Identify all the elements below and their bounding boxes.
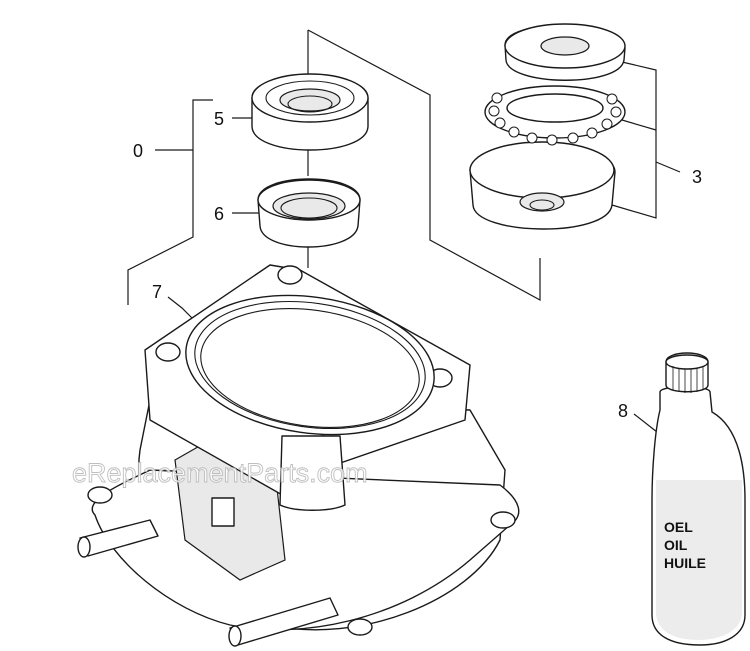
watermark-text: eReplacementParts.com [72, 458, 368, 488]
bottle-label-line3: HUILE [664, 555, 706, 571]
bearing-balls [488, 92, 622, 146]
callout-5: 5 [214, 109, 224, 129]
housing-part-7 [77, 264, 520, 647]
callout-7: 7 [152, 282, 162, 302]
bottle-label-line2: OIL [664, 537, 688, 553]
seal-part-6 [257, 178, 361, 248]
callout-6: 6 [214, 204, 224, 224]
cap-ribs [672, 366, 704, 393]
oil-bottle-part-8: OEL OIL HUILE [651, 352, 746, 646]
leader-lines [127, 29, 681, 433]
callout-8: 8 [618, 401, 628, 421]
callout-0: 0 [133, 141, 143, 161]
callout-3: 3 [692, 167, 702, 187]
bottle-label-line1: OEL [664, 519, 693, 535]
bearing-part-5 [251, 73, 369, 151]
callout-labels: 0 3 5 6 7 8 [133, 109, 702, 421]
thrust-bearing-assembly [469, 23, 626, 230]
